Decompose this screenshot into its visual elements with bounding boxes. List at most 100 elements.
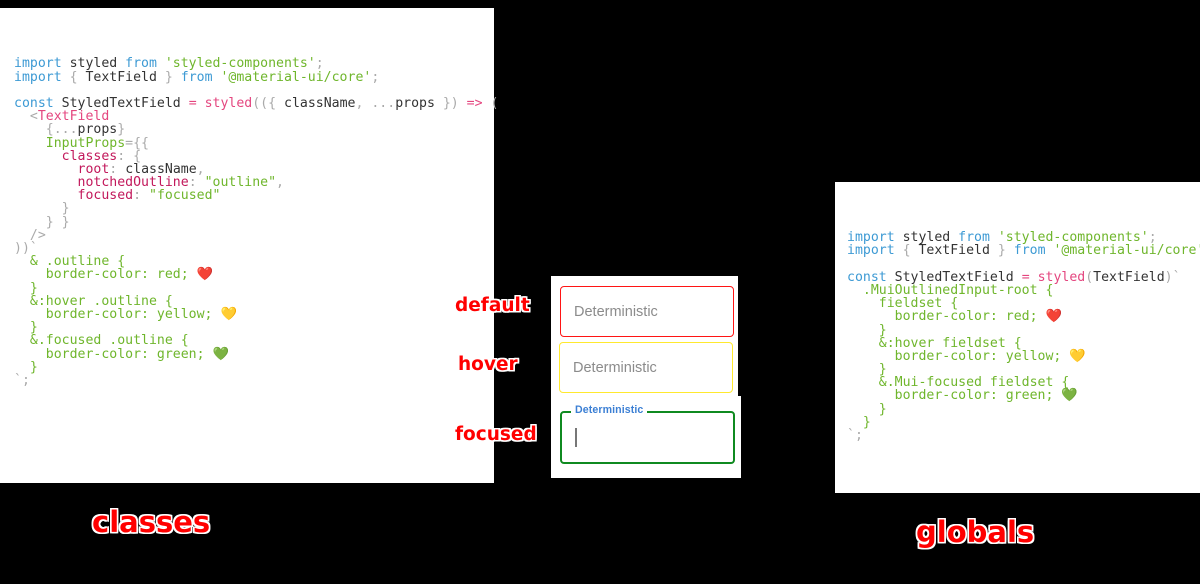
- textfield-focused[interactable]: Deterministic: [560, 405, 735, 464]
- annotation-default: default: [455, 295, 530, 316]
- annotation-classes-title: classes: [92, 505, 211, 539]
- code-panel-globals: import styled from 'styled-components';i…: [835, 182, 1200, 493]
- code-line: border-color: yellow; 💛: [847, 347, 1200, 364]
- code-token: {: [69, 69, 86, 85]
- code-token: `;: [847, 428, 863, 443]
- code-line: }: [14, 359, 494, 375]
- textfield-focused-label: Deterministic: [571, 405, 648, 416]
- code-line: & .outline {: [14, 253, 494, 270]
- code-line: const StyledTextField = styled(({ classN…: [14, 95, 498, 111]
- code-line: import { TextField } from '@material-ui/…: [14, 69, 494, 85]
- code-token: & .outline {: [14, 254, 126, 270]
- code-token: StyledTextField: [61, 95, 189, 111]
- code-token: StyledTextField: [894, 269, 1022, 285]
- textfield-focused-outline[interactable]: Deterministic: [560, 405, 735, 464]
- code-token: border-color: yellow;: [847, 348, 1070, 364]
- text-caret: [575, 428, 577, 447]
- emoji-icon: 💚: [1061, 388, 1078, 404]
- code-token: from: [180, 69, 221, 85]
- code-token: '@material-ui/core': [1053, 243, 1200, 259]
- code-line: ))`: [14, 240, 494, 256]
- code-token: }: [847, 414, 871, 430]
- code-token: '@material-ui/core': [220, 69, 372, 85]
- code-token: TextField: [1093, 269, 1165, 285]
- code-token: &.Mui-focused fieldset {: [847, 375, 1070, 391]
- code-line: border-color: green; 💚: [14, 346, 494, 362]
- code-token: border-color: red;: [14, 267, 197, 283]
- code-token: classes: [61, 148, 118, 164]
- code-token: styled: [204, 95, 253, 111]
- code-token: const: [14, 95, 62, 111]
- code-line: focused: "focused": [14, 187, 494, 204]
- code-token: }: [14, 320, 38, 336]
- code-line: {...props}: [14, 121, 494, 138]
- textfield-hover-value: Deterministic: [573, 359, 657, 376]
- code-token: ,: [276, 175, 284, 191]
- code-line: border-color: red; ❤️: [847, 307, 1200, 324]
- code-token: ((: [252, 95, 269, 111]
- code-line: }: [847, 321, 1200, 338]
- code-token: =>: [466, 95, 491, 111]
- code-token: &.focused .outline {: [14, 333, 189, 349]
- emoji-icon: 💛: [1069, 348, 1086, 364]
- code-line: InputProps={{: [14, 135, 494, 151]
- textfield-demo-panel-bottom: Deterministic: [551, 396, 741, 478]
- code-line: &.focused .outline {: [14, 332, 494, 349]
- code-token: from: [958, 230, 998, 246]
- code-line: root: className,: [14, 161, 494, 177]
- code-token: border-color: green;: [14, 346, 213, 362]
- code-token: =: [1021, 269, 1038, 285]
- code-token: }: [847, 362, 887, 378]
- textfield-default[interactable]: Deterministic: [560, 286, 734, 337]
- code-token: }: [117, 122, 126, 138]
- code-token: import: [847, 230, 903, 246]
- code-token: props: [395, 95, 435, 111]
- textfield-hover[interactable]: Deterministic: [559, 342, 733, 393]
- code-token: border-color: green;: [847, 388, 1062, 404]
- code-token: .MuiOutlinedInput-root {: [847, 282, 1054, 298]
- code-token: ...: [53, 122, 78, 138]
- textfield-demo-panel-top: Deterministic Deterministic: [551, 276, 738, 396]
- code-token: import: [847, 243, 903, 259]
- code-token: (: [490, 95, 499, 111]
- code-token: className: [284, 95, 356, 111]
- code-token: &:hover fieldset {: [847, 335, 1022, 351]
- code-token: focused: [77, 188, 134, 204]
- textfield-default-outline[interactable]: Deterministic: [560, 286, 734, 337]
- code-token: }: [14, 280, 38, 296]
- code-token: className: [125, 161, 197, 177]
- code-token: "outline": [204, 175, 277, 191]
- code-line: border-color: red; ❤️: [14, 266, 494, 283]
- code-token: ;: [371, 69, 380, 85]
- code-line: import styled from 'styled-components';: [14, 55, 494, 72]
- code-token: ,: [355, 95, 372, 111]
- code-line: import { TextField } from '@material-ui/…: [847, 241, 1200, 258]
- code-token: `;: [14, 372, 30, 388]
- code-token: TextField: [37, 109, 110, 125]
- code-token: />: [14, 227, 46, 243]
- code-line: const StyledTextField = styled(TextField…: [847, 268, 1200, 285]
- code-line: />: [14, 227, 494, 243]
- code-token: border-color: yellow;: [14, 306, 221, 322]
- code-token: import: [14, 56, 70, 72]
- code-token: (: [1085, 269, 1094, 285]
- annotation-hover: hover: [458, 354, 518, 375]
- code-line: .MuiOutlinedInput-root {: [847, 281, 1200, 298]
- code-token: 'styled-components': [997, 230, 1149, 246]
- code-line: &.Mui-focused fieldset {: [847, 373, 1200, 390]
- code-line: `;: [847, 426, 1200, 443]
- code-token: styled: [1037, 269, 1086, 285]
- code-token: {: [14, 122, 54, 138]
- textfield-hover-outline[interactable]: Deterministic: [559, 342, 733, 393]
- code-line: }: [14, 280, 494, 296]
- code-token: }): [434, 95, 467, 111]
- emoji-icon: 💛: [220, 306, 237, 322]
- code-token: ,: [196, 161, 205, 177]
- code-token: props: [77, 122, 118, 138]
- code-token: 'styled-components': [164, 56, 316, 72]
- code-token: =: [188, 95, 205, 111]
- code-token: {: [902, 243, 919, 259]
- code-token: TextField: [918, 243, 990, 259]
- code-token: TextField: [85, 69, 157, 85]
- code-panel-classes: import styled from 'styled-components';i…: [0, 8, 498, 483]
